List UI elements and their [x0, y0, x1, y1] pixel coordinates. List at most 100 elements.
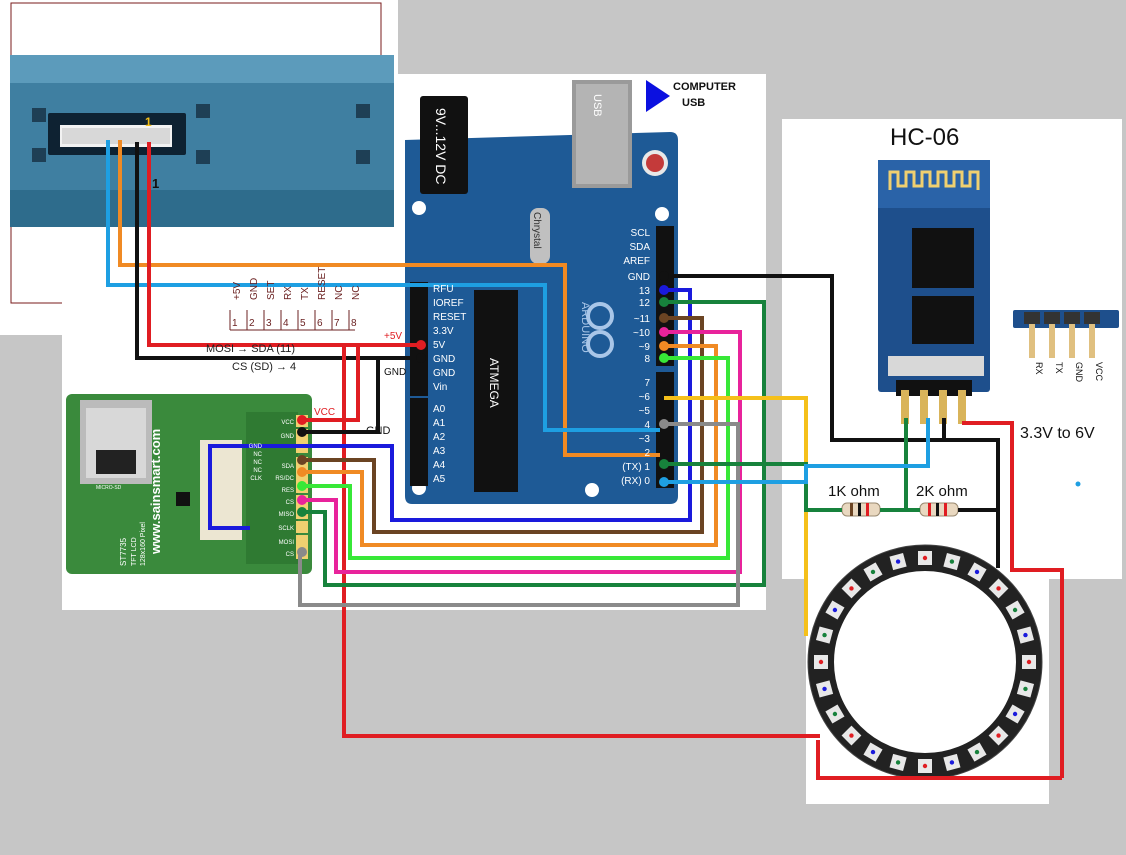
- bt-pin-label: RX: [1034, 362, 1044, 375]
- lcd-pin-label: NC: [253, 460, 262, 466]
- hc06-module: [878, 160, 990, 396]
- sensor-pin-number: 8: [351, 318, 357, 329]
- plus5v-label: +5V: [384, 331, 402, 342]
- ring-led-dot: [870, 749, 876, 755]
- lcd-brand: www.sainsmart.com: [148, 429, 163, 555]
- lcd-sub-2: 128x160 Pixel: [140, 522, 147, 566]
- digital-pin-label: ~3: [639, 434, 651, 445]
- arduino-power-header-labels: RFU IOREF RESET 3.3V 5V GND GND Vin: [433, 284, 466, 393]
- arduino-bottom-header-labels: 7 ~6 ~5 4 ~3 2 (TX) 1 (RX) 0: [621, 378, 650, 487]
- digital-pin-label: 2: [644, 448, 650, 459]
- usb-arrow-icon: [646, 80, 670, 112]
- digital-pin-label: ~11: [634, 314, 651, 325]
- sensor-pin-label: NC: [351, 286, 362, 300]
- ring-led-dot: [870, 569, 876, 575]
- sensor-pin-label: +5V: [232, 282, 243, 300]
- lcd-pin-label: GND: [249, 444, 263, 450]
- ring-led-dot: [822, 686, 827, 692]
- lcd-pin-label: SDA: [282, 464, 294, 470]
- wire-magenta-10: [305, 330, 742, 574]
- power-pin-label: 3.3V: [433, 326, 454, 337]
- wire-red-sensor: [147, 142, 420, 347]
- digital-pin-label: ~10: [633, 328, 650, 339]
- ring-led-dot: [1023, 632, 1028, 638]
- wire-red-power: [305, 345, 360, 422]
- power-pin-label: GND: [433, 354, 455, 365]
- computer-usb-label-1: COMPUTER: [673, 81, 736, 93]
- arduino-logo-text: ARDUINO: [579, 302, 591, 353]
- wire-red-ring: [342, 345, 820, 738]
- gnd-label-lcd: GND: [366, 425, 391, 437]
- ring-led-dot: [1012, 711, 1018, 717]
- sensor-pin-label: TX: [300, 287, 311, 300]
- wire-black-lcd: [305, 358, 380, 434]
- power-pin-label: GND: [433, 368, 455, 379]
- ring-led-dot: [1012, 607, 1018, 613]
- digital-pin-label: 8: [644, 354, 650, 365]
- sensor-pin-label: SET: [266, 281, 277, 300]
- lcd-pin-label: CS: [286, 552, 294, 558]
- ring-led-dot: [922, 555, 928, 561]
- wire-red-bt: [962, 421, 1064, 778]
- ring-leds: [814, 551, 1036, 773]
- ring-led-dot: [974, 749, 980, 755]
- digital-pin-label: ~5: [639, 406, 651, 417]
- tft-lcd-module: [66, 394, 312, 574]
- wire-black-sensor: [135, 142, 420, 360]
- arduino-analog-header-labels: A0 A1 A2 A3 A4 A5: [433, 404, 446, 485]
- sensor-pin-label: RESET: [317, 267, 328, 300]
- wire-orange-sensor: [118, 140, 660, 457]
- lcd-model: ST7735: [119, 537, 128, 566]
- lcd-pin-label: MOSI: [279, 540, 295, 546]
- hc06-title: HC-06: [890, 124, 959, 151]
- wires: [106, 140, 1064, 780]
- wire-blue-13: [208, 288, 692, 530]
- hc06-header-pins: [901, 390, 966, 424]
- sensor-pin-numbers: 1 2 3 4 5 6 7 8: [232, 318, 357, 329]
- power-pin-label: RFU: [433, 284, 454, 295]
- wire-orange-9: [305, 344, 718, 547]
- analog-pin-label: A5: [433, 474, 446, 485]
- dust-sensor: [10, 55, 394, 227]
- bt-pin-label: VCC: [1094, 362, 1104, 382]
- digital-pin-label: GND: [628, 272, 650, 283]
- resistor-2k-label: 2K ohm: [916, 483, 968, 500]
- sensor-pin-number: 3: [266, 318, 272, 329]
- arduino-top-header-labels: SCL SDA AREF GND 13 12 ~11 ~10 ~9 8: [623, 228, 650, 365]
- ring-led-dot: [849, 733, 854, 738]
- ring-led-dot: [895, 760, 901, 765]
- digital-pin-label: ~9: [639, 342, 651, 353]
- lcd-pin-label: GND: [281, 434, 295, 440]
- cs-annotation: CS (SD) → 4: [232, 361, 296, 373]
- sensor-pin-number: 5: [300, 318, 306, 329]
- power-jack-label: 9V...12V DC: [433, 108, 449, 185]
- analog-pin-label: A0: [433, 404, 446, 415]
- ring-led-dot: [949, 760, 955, 765]
- sensor-pin-marker-top: 1: [145, 115, 152, 129]
- wire-green-12: [305, 300, 766, 587]
- ring-led-dot: [922, 763, 928, 769]
- sensor-pin-label: GND: [249, 278, 260, 300]
- lcd-pin-label: CLK: [250, 476, 262, 482]
- hc06-pin-labels: RX TX GND VCC: [1034, 362, 1104, 383]
- wire-brown-11: [305, 316, 704, 534]
- sensor-pin-number: 2: [249, 318, 255, 329]
- ring-led-dot: [832, 607, 838, 613]
- lcd-pin-label: MISO: [279, 512, 295, 518]
- sensor-pin-marker-side: 1: [152, 176, 159, 191]
- ring-led-dot: [832, 711, 838, 717]
- analog-pin-label: A1: [433, 418, 446, 429]
- digital-pin-label: ~6: [639, 392, 651, 403]
- sensor-pin-number: 4: [283, 318, 289, 329]
- resistor-1k: [841, 502, 881, 517]
- digital-pin-label: AREF: [623, 256, 650, 267]
- sensor-pin-labels: +5V GND SET RX TX RESET NC NC: [232, 267, 362, 300]
- resistor-1k-label: 1K ohm: [828, 483, 880, 500]
- lcd-pin-label: NC: [253, 468, 262, 474]
- resistor-2k: [919, 502, 959, 517]
- sensor-pin-number: 7: [334, 318, 340, 329]
- digital-pin-label: 12: [639, 298, 651, 309]
- sensor-pin-number: 6: [317, 318, 323, 329]
- crystal-label: Chrystal: [531, 212, 542, 249]
